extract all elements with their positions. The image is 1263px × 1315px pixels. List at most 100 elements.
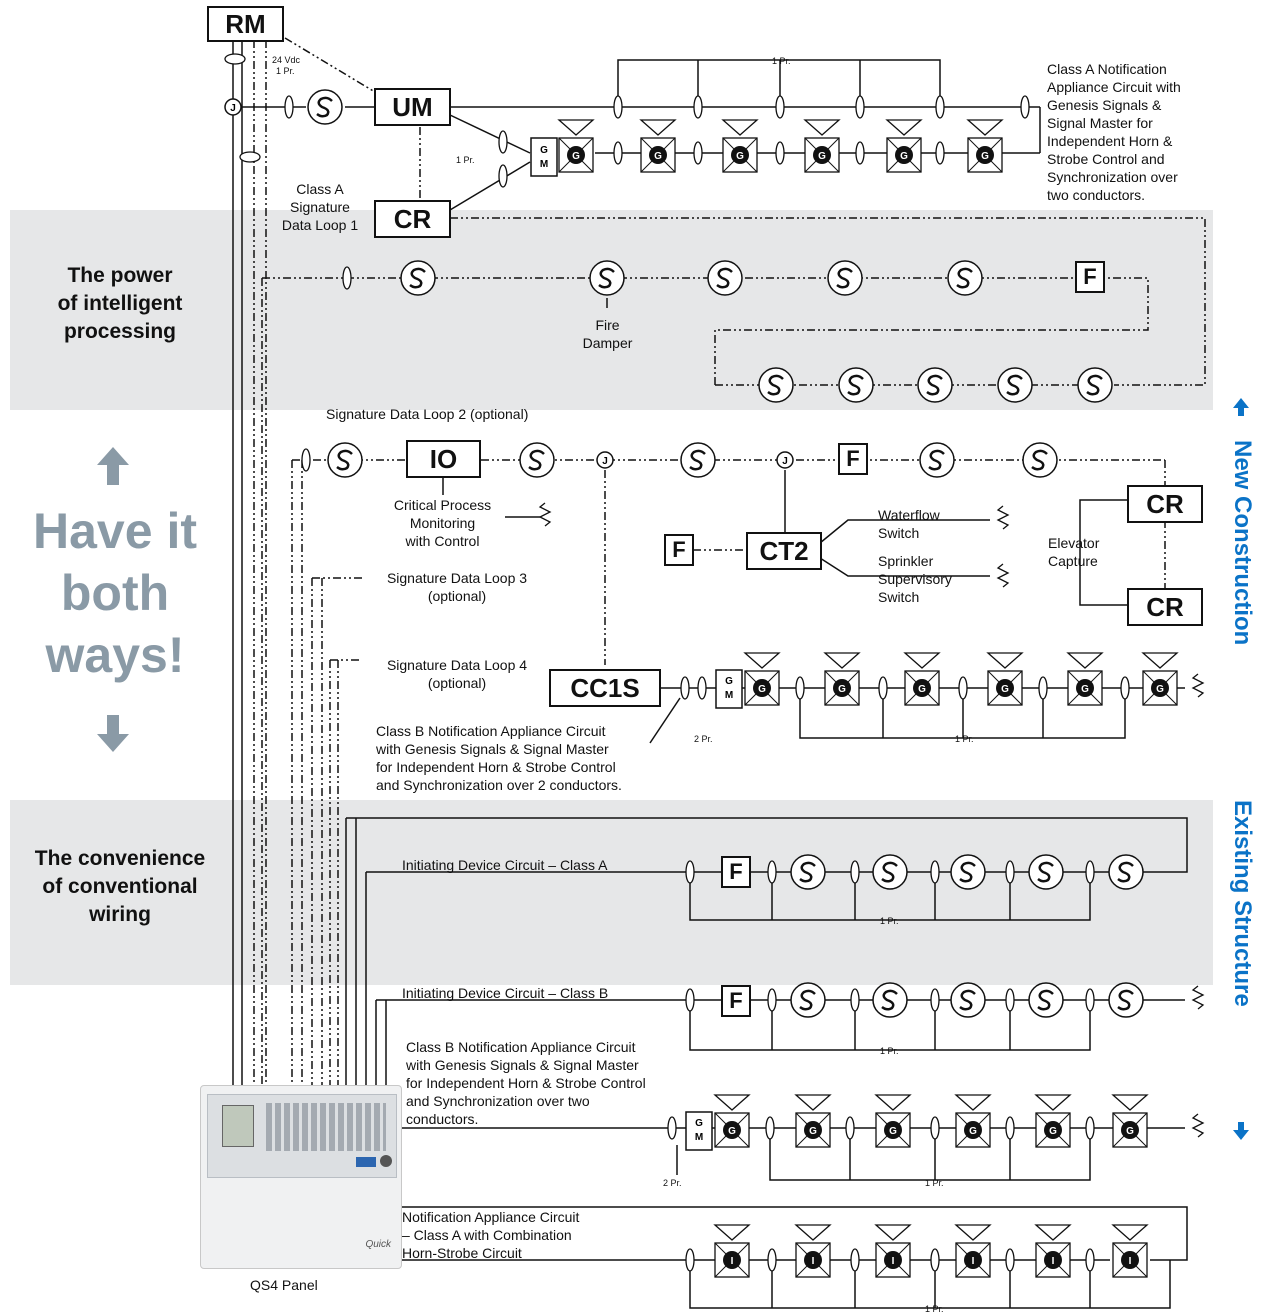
wire-pair-marker xyxy=(930,988,940,1012)
nac-class-a-combo-label: Notification Appliance Circuit – Class A… xyxy=(402,1209,580,1261)
smoke-detector-icon xyxy=(707,260,743,296)
horn-strobe-icon: I xyxy=(874,1224,912,1278)
horn-strobe-icon: I xyxy=(1111,1224,1149,1278)
end-of-line-resistors xyxy=(538,502,1205,1138)
wire-pair-marker xyxy=(767,1248,777,1272)
wire-pair-marker xyxy=(1005,1248,1015,1272)
wire-pair-marker xyxy=(1085,1116,1095,1140)
wire-pair-marker xyxy=(1005,860,1015,884)
horn-strobe-icon: G xyxy=(713,1094,751,1148)
wire-pair-marker xyxy=(930,1248,940,1272)
svg-text:G: G xyxy=(818,151,826,162)
new-construction-label: New Construction xyxy=(1229,440,1256,646)
junction-j: J xyxy=(596,451,614,469)
horn-strobe-icon: G xyxy=(1141,652,1179,706)
smoke-detector-icon xyxy=(790,982,826,1018)
smoke-detector-icon xyxy=(1022,442,1058,478)
one-pr-label: 1 Pr. xyxy=(880,1046,899,1056)
smoke-detector-icon xyxy=(947,260,983,296)
module-ct2: CT2 xyxy=(746,532,822,570)
svg-text:I: I xyxy=(892,1256,895,1267)
arrow-up-icon xyxy=(97,447,129,485)
horn-strobe-icon: I xyxy=(794,1224,832,1278)
svg-text:I: I xyxy=(812,1256,815,1267)
wire-pair-marker xyxy=(239,151,261,163)
smoke-detector-icon xyxy=(872,982,908,1018)
wire-pair-marker xyxy=(498,164,508,188)
wire-pair-marker xyxy=(935,141,945,165)
wire-pair-marker xyxy=(1038,676,1048,700)
elevator-capture-label: Elevator Capture xyxy=(1048,535,1100,569)
panel-label: QS4 Panel xyxy=(250,1277,318,1293)
smoke-detector-icon xyxy=(589,260,625,296)
horn-strobe-icon: G xyxy=(1111,1094,1149,1148)
junction-j: J xyxy=(776,451,794,469)
svg-text:G: G xyxy=(918,684,926,695)
svg-text:G: G xyxy=(758,684,766,695)
one-pr-label: 1 Pr. xyxy=(880,916,899,926)
wire-pair-marker xyxy=(958,676,968,700)
wire-pair-marker xyxy=(342,266,352,290)
smoke-detectors xyxy=(307,89,1144,1018)
wire-pair-marker xyxy=(930,860,940,884)
smoke-detector-icon xyxy=(917,367,953,403)
row1-wiring xyxy=(242,37,1206,1085)
horn-strobe-icon: G xyxy=(903,652,941,706)
horn-strobe-icon: G xyxy=(794,1094,832,1148)
one-pr-label: 1 Pr. xyxy=(772,56,791,66)
loop4-label: Signature Data Loop 4 (optional) xyxy=(386,657,528,691)
elevator-relay-cr-top: CR xyxy=(1127,485,1203,523)
horn-strobe-icon: G xyxy=(639,119,677,173)
wire-pair-marker xyxy=(685,860,695,884)
vdc-label: 24 Vdc xyxy=(272,55,301,65)
smoke-detector-icon xyxy=(307,89,343,125)
module-cc1s: CC1S xyxy=(549,669,661,707)
smoke-detector-icon xyxy=(327,442,363,478)
svg-text:G: G xyxy=(900,151,908,162)
horn-strobe-icon: G xyxy=(874,1094,912,1148)
horn-strobe-icon: G xyxy=(986,652,1024,706)
band-conventional-wiring xyxy=(10,800,1213,985)
fire-damper-label: Fire Damper xyxy=(582,317,633,351)
wire-pair-marker xyxy=(613,141,623,165)
heat-detector-f: F xyxy=(721,985,751,1017)
svg-text:I: I xyxy=(972,1256,975,1267)
svg-text:G: G xyxy=(1126,1126,1134,1137)
wire-pair-marker xyxy=(224,53,246,65)
wire-pair-marker xyxy=(765,1116,775,1140)
arrow-down-icon xyxy=(97,715,129,752)
svg-text:G: G xyxy=(969,1126,977,1137)
svg-text:G: G xyxy=(540,145,548,156)
horn-strobe-icon: G xyxy=(954,1094,992,1148)
svg-text:I: I xyxy=(1052,1256,1055,1267)
svg-text:I: I xyxy=(1129,1256,1132,1267)
heat-detector-f: F xyxy=(1075,261,1105,293)
smoke-detector-icon xyxy=(400,260,436,296)
svg-text:G: G xyxy=(695,1118,703,1129)
signal-master-gm: G M xyxy=(715,669,743,709)
svg-text:G: G xyxy=(889,1126,897,1137)
nac-class-b-two-label: Class B Notification Appliance Circuit w… xyxy=(406,1039,646,1127)
nac-class-b-genesis-label: Class B Notification Appliance Circuit w… xyxy=(376,723,622,793)
smoke-detector-icon xyxy=(827,260,863,296)
sprinkler-label: Sprinkler Supervisory Switch xyxy=(878,553,952,605)
arrow-up-blue-icon xyxy=(1233,398,1249,416)
svg-text:G: G xyxy=(1156,684,1164,695)
wire-pair-marker xyxy=(850,988,860,1012)
signal-master-gm: G M xyxy=(685,1111,713,1151)
resistor-icon xyxy=(1191,985,1205,1010)
one-pr-label: 1 Pr. xyxy=(955,734,974,744)
elevator-relay-cr-bottom: CR xyxy=(1127,588,1203,626)
wire-pair-marker xyxy=(680,676,690,700)
wire-pair-marker xyxy=(795,676,805,700)
wire-pair-marker xyxy=(930,1116,940,1140)
svg-text:G: G xyxy=(838,684,846,695)
smoke-detector-icon xyxy=(1028,982,1064,1018)
nac-class-a-genesis-label: Class A Notification Appliance Circuit w… xyxy=(1047,61,1181,203)
panel-brand-label: Quick xyxy=(365,1239,391,1250)
horn-strobe-icon: G xyxy=(823,652,861,706)
wire-pair-marker xyxy=(693,95,703,119)
